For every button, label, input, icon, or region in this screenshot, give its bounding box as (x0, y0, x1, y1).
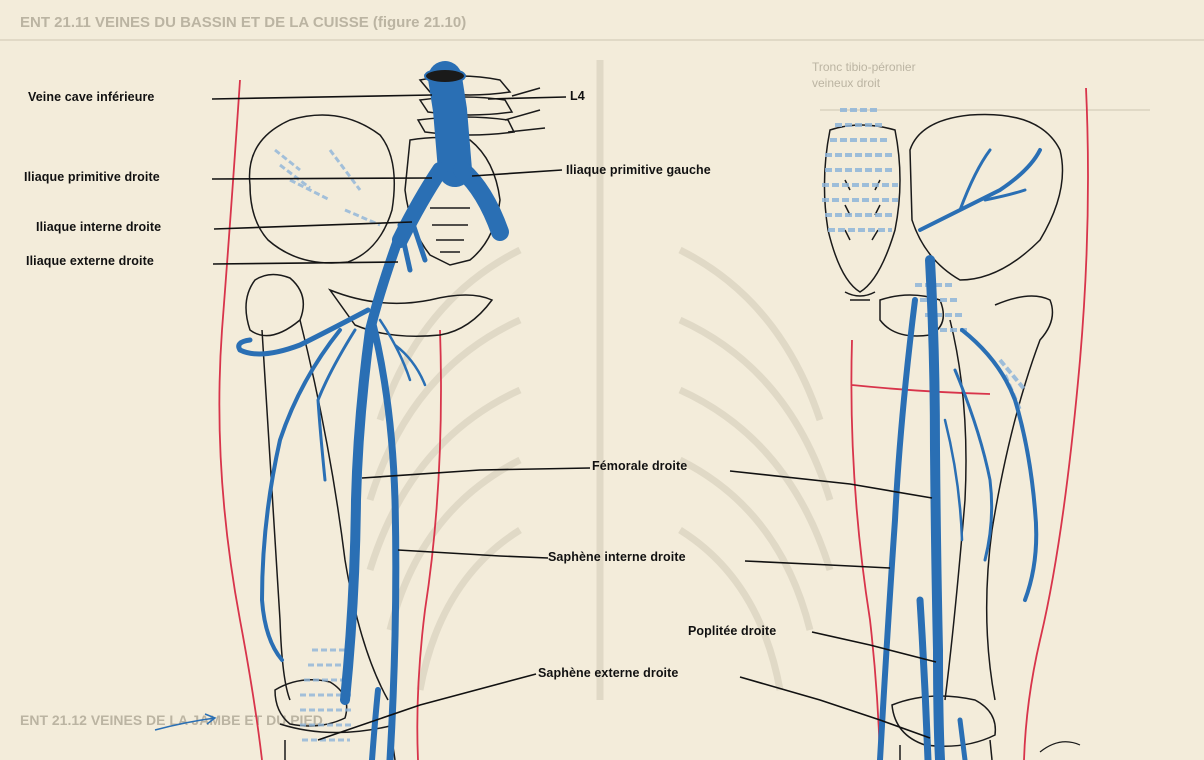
pen-mark-left (155, 714, 215, 730)
left-common-iliac-gauche (462, 170, 500, 232)
right-femoral-vein (930, 260, 940, 760)
pen-mark-right (1040, 742, 1080, 752)
label-iliaque-primitive-droite: Iliaque primitive droite (24, 170, 160, 184)
left-femoral-vein (345, 240, 398, 700)
label-iliaque-interne-droite: Iliaque interne droite (36, 220, 161, 234)
right-leg-figure (822, 88, 1088, 760)
right-saphenous-outer (880, 300, 915, 760)
label-iliaque-externe-droite: Iliaque externe droite (26, 254, 154, 268)
left-skin-outline-outer (219, 80, 262, 760)
right-sacrum (824, 125, 900, 292)
left-vena-cava (445, 78, 455, 170)
label-poplitee-droite: Poplitée droite (688, 624, 776, 638)
left-tibia-top (280, 724, 395, 760)
right-femur (945, 296, 1052, 700)
label-l4: L4 (570, 89, 585, 103)
right-coccyx (845, 292, 875, 300)
label-iliaque-primitive-gauche: Iliaque primitive gauche (566, 163, 711, 177)
left-femur-head (246, 274, 303, 335)
right-skin-outline-outer (1024, 88, 1088, 760)
label-saphene-externe-droite: Saphène externe droite (538, 666, 678, 680)
left-iliac-crest (250, 115, 395, 263)
label-saphene-interne-droite: Saphène interne droite (548, 550, 686, 564)
label-femorale-droite: Fémorale droite (592, 459, 687, 473)
label-veine-cave-inferieure: Veine cave inférieure (28, 90, 154, 104)
